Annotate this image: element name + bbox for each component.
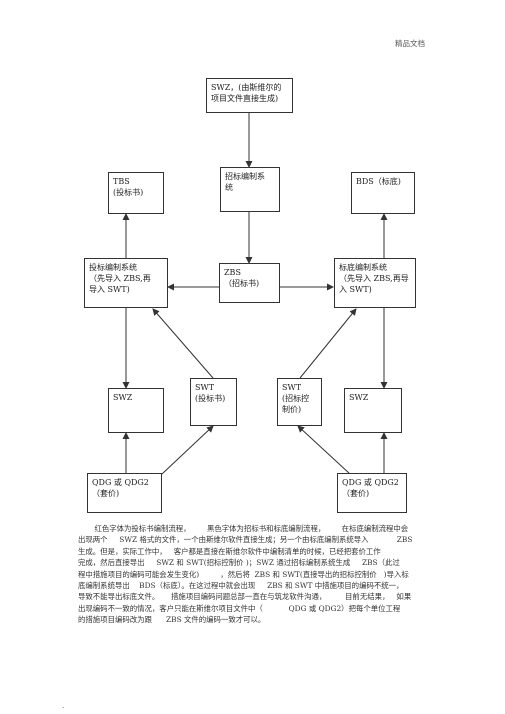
footer-mark: . (62, 702, 65, 710)
paragraph-line: 完成，然后直接导出 SWZ 和 SWT(招标控制价 )；SWZ 通过招标编制系统… (78, 558, 400, 568)
arrow-swt-to-bd-system (299, 308, 357, 379)
box-bd-system: 标底编制系统 （先导入 ZBS,再导 入 SWT) (334, 258, 416, 308)
box-zbs-system: 招标编制系 统 (220, 167, 280, 212)
box-swz-left: SWZ (108, 388, 164, 433)
box-zbs: ZBS （招标书) (219, 263, 280, 303)
box-tb-system: 投标编制系统 （先导入 ZBS,再 导入 SWT) (84, 258, 168, 308)
box-swz-top: SWZ，(由斯维尔的 项目文件直接生成) (206, 78, 293, 113)
box-tbs: TBS (投标书) (108, 172, 164, 214)
box-swz-right: SWZ (344, 388, 402, 433)
header-label: 精品文档 (395, 39, 425, 48)
box-bds: BDS（标底) (351, 172, 415, 214)
explanation-paragraph: 红色字体为投标书编制流程， 黑色字体为招标书和标底编制流程， 在标底编制流程中会… (78, 523, 432, 626)
paragraph-line: 出现编码不一致的情况，客户只能在斯维尔项目文件中（ QDG 或 QDG2）把每个… (78, 603, 401, 613)
arrow-qdg-to-swt-right (297, 425, 351, 475)
paragraph-line: 导致不能导出标底文件。 措施项目编码问题总部一直在与筑龙软件沟通， 目前无结果，… (78, 592, 412, 602)
arrow-swt-to-tb-system (152, 308, 214, 379)
paragraph-line: 的措施项目编码改为跟 ZBS 文件的编码一致才可以。 (78, 615, 266, 625)
paragraph-line: 生成。但是，实际工作中， 客户都是直接在斯维尔软件中编制清单的时候，已经把套价工… (78, 546, 381, 556)
box-swt-left: SWT (投标书) (190, 378, 237, 426)
paragraph-line: 出现两个 SWZ 格式的文件，一个由斯维尔软件直接生成；另一个由标底编制系统导入… (78, 535, 413, 545)
paragraph-line: 程中措施项目的编码可能会发生变化) ，然后将 ZBS 和 SWT(直接导出的招标… (78, 569, 409, 579)
box-qdg-right: QDG 或 QDG2 （套价) (337, 473, 407, 513)
paragraph-line: 底编制系统导出 BDS（标底）。在这过程中就会出现 ZBS 和 SWT 中措施项… (78, 581, 404, 591)
arrow-qdg-to-swt-left (161, 425, 214, 475)
paragraph-line: 红色字体为投标书编制流程， 黑色字体为招标书和标底编制流程， 在标底编制流程中会 (78, 524, 409, 533)
box-swt-right: SWT (招标控 制价) (277, 378, 322, 426)
box-qdg-left: QDG 或 QDG2 （套价) (87, 473, 162, 513)
